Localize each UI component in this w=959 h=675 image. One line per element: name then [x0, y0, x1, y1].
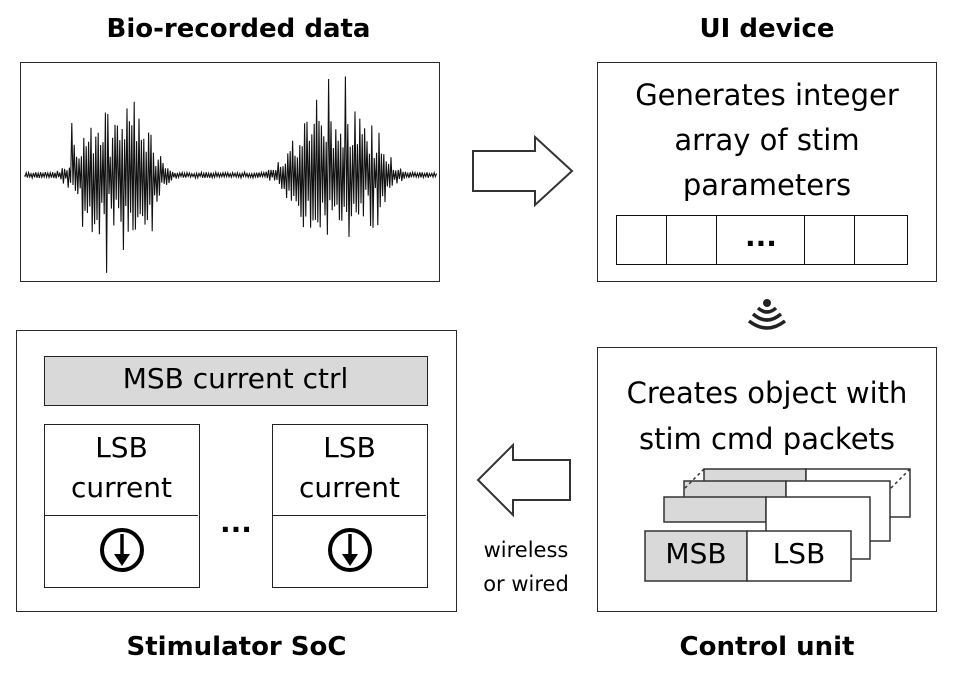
array-cell [666, 215, 718, 265]
arrow-right-icon [472, 134, 574, 208]
control-unit-title: Control unit [679, 632, 855, 662]
array-cell [854, 215, 908, 265]
array-cell: ... [716, 215, 806, 265]
waveform-trace [24, 76, 438, 273]
ui-device-text-line3: parameters [682, 168, 852, 202]
lsb-current-block: LSB current [272, 424, 428, 588]
packet-stack [644, 468, 911, 582]
integer-array: ... [616, 215, 908, 265]
control-unit-text-line2: stim cmd packets [638, 422, 896, 456]
stimulator-panel: MSB current ctrl LSB current ... LSB cur… [16, 330, 457, 612]
ui-device-panel: Generates integer array of stim paramete… [597, 62, 937, 282]
current-source-icon [100, 528, 144, 572]
bio-recorded-data-title: Bio-recorded data [106, 14, 371, 44]
control-unit-text-line1: Creates object with [626, 376, 908, 410]
array-cell [804, 215, 856, 265]
ui-device-text-line1: Generates integer [635, 78, 899, 112]
wireless-signal-icon [747, 299, 787, 330]
waveform-icon [24, 76, 438, 273]
current-source-icon [328, 528, 372, 572]
array-ellipsis: ... [745, 220, 777, 253]
array-cell [616, 215, 668, 265]
link-label-line2: or wired [483, 572, 569, 596]
stimulator-soc-title: Stimulator SoC [126, 632, 347, 662]
msb-current-ctrl-label: MSB current ctrl [122, 362, 349, 395]
lsb-label-line2: current [70, 471, 172, 504]
packet-lsb-label: LSB [772, 537, 826, 570]
link-label-line1: wireless [483, 538, 569, 562]
msb-current-ctrl-bar: MSB current ctrl [44, 356, 428, 406]
lsb-label-line1: LSB [95, 431, 148, 464]
lsb-ellipsis: ... [220, 506, 252, 539]
lsb-label-line1: LSB [323, 431, 376, 464]
ui-device-title: UI device [699, 14, 835, 44]
packet-msb-label: MSB [665, 537, 727, 570]
bio-data-panel [20, 62, 440, 282]
ui-device-text-line2: array of stim [674, 123, 860, 157]
lsb-current-block: LSB current [44, 424, 200, 588]
lsb-label-line2: current [298, 471, 400, 504]
arrow-left-icon [476, 442, 571, 518]
